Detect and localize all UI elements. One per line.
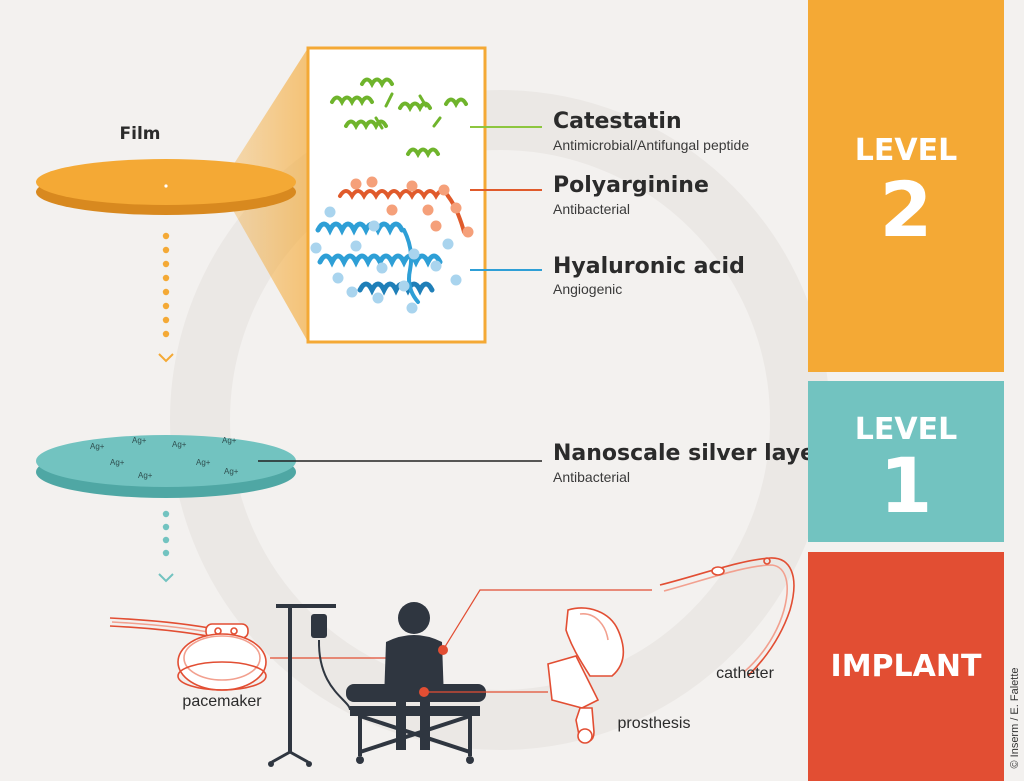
- catestatin-label-group: Catestatin Antimicrobial/Antifungal pept…: [553, 109, 749, 153]
- silver-description: Antibacterial: [553, 469, 630, 485]
- catheter-label: catheter: [716, 665, 774, 682]
- polyarginine-helix: [338, 189, 450, 200]
- silver-ion: Ag+: [90, 442, 105, 451]
- film-center-dot: [164, 184, 168, 188]
- negative-charges: [310, 206, 462, 314]
- positive-charges: [350, 176, 474, 238]
- silver-ion: Ag+: [196, 458, 211, 467]
- catheter-icon: [659, 557, 795, 677]
- level-1-label: LEVEL: [855, 412, 957, 447]
- catestatin-links: [374, 92, 442, 130]
- background-watermark: [170, 90, 830, 750]
- image-credit: © Inserm / E. Falette: [1009, 667, 1021, 768]
- chevron-down-icon: [158, 353, 174, 363]
- hyaluronic-helix: [317, 253, 443, 268]
- polyarginine-description: Antibacterial: [553, 201, 630, 217]
- film-label: Film: [120, 124, 161, 144]
- silver-ion: Ag+: [224, 467, 239, 476]
- catestatin-helix: [444, 97, 468, 109]
- pacemaker-icon: [109, 617, 267, 691]
- level-1-background: [808, 381, 1004, 542]
- catestatin-molecules: [330, 77, 468, 159]
- polyarginine-tail: [446, 194, 466, 234]
- hyaluronic-acid-molecule: [310, 206, 462, 314]
- zoom-box: [306, 46, 487, 344]
- silver-ion: Ag+: [222, 436, 237, 445]
- silver-ion: Ag+: [132, 436, 147, 445]
- chevron-down-icon: [158, 573, 174, 583]
- iv-stand-icon: [268, 604, 351, 767]
- silver-ion: Ag+: [138, 471, 153, 480]
- catestatin-helix: [406, 147, 440, 159]
- silver-ion: Ag+: [110, 458, 125, 467]
- polyarginine-molecule: [338, 176, 474, 238]
- level-2-background: [808, 0, 1004, 372]
- film-disc: [36, 159, 296, 205]
- catheter-leader: [442, 589, 652, 651]
- catestatin-description: Antimicrobial/Antifungal peptide: [553, 137, 749, 153]
- film-group: Film: [36, 48, 308, 342]
- catestatin-helix: [360, 77, 394, 89]
- hyaluronic-label-group: Hyaluronic acid Angiogenic: [553, 254, 745, 297]
- hyaluronic-strand: [402, 228, 420, 304]
- silver-ion: Ag+: [172, 440, 187, 449]
- implant-label: IMPLANT: [831, 649, 982, 684]
- hyaluronic-helix: [357, 281, 435, 296]
- catestatin-helix: [330, 95, 374, 107]
- silver-label-group: Nanoscale silver layer Antibacterial: [553, 441, 826, 485]
- level-2-number: 2: [880, 165, 933, 254]
- catestatin-name: Catestatin: [553, 109, 682, 134]
- knee-prosthesis-icon: [547, 607, 625, 744]
- level-2-panel: LEVEL 2: [808, 0, 1004, 372]
- pacemaker-label: pacemaker: [182, 693, 262, 710]
- implant-panel: IMPLANT: [808, 552, 1004, 781]
- level-1-number: 1: [880, 441, 933, 530]
- silver-name: Nanoscale silver layer: [553, 441, 826, 466]
- level-2-label: LEVEL: [855, 133, 957, 168]
- hyaluronic-helix: [315, 221, 405, 236]
- level-1-panel: LEVEL 1: [808, 381, 1004, 542]
- hyaluronic-name: Hyaluronic acid: [553, 254, 745, 279]
- hyaluronic-description: Angiogenic: [553, 281, 622, 297]
- film-to-silver-dots: [162, 232, 170, 338]
- implant-background: [808, 552, 1004, 781]
- prosthesis-label: prosthesis: [618, 715, 691, 732]
- silver-to-implant-dots: [162, 510, 170, 557]
- polyarginine-label-group: Polyarginine Antibacterial: [553, 173, 709, 217]
- silver-layer-group: Ag+ Ag+ Ag+ Ag+ Ag+ Ag+ Ag+ Ag+: [36, 435, 296, 498]
- silver-disc: [36, 435, 296, 487]
- polyarginine-name: Polyarginine: [553, 173, 709, 198]
- patient-icon: [346, 602, 486, 764]
